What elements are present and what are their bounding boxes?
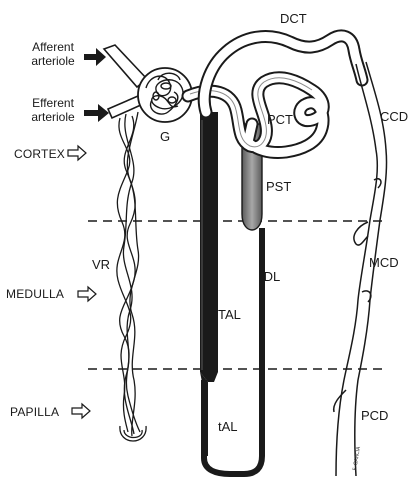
- efferent-arteriole-label: Efferent arteriole: [31, 96, 75, 124]
- vasa-recta: [116, 111, 147, 442]
- medulla-arrow-icon: [77, 285, 97, 303]
- ccd-label: CCD: [380, 109, 409, 124]
- vr-label: VR: [92, 257, 111, 272]
- cortex-zone-label: CORTEX: [14, 147, 65, 161]
- cortex-arrow-icon: [67, 144, 87, 162]
- glomerulus-label: G: [160, 129, 171, 144]
- collecting-duct: [332, 61, 388, 477]
- papilla-arrow-icon: [71, 402, 91, 420]
- mcd-label: MCD: [369, 255, 399, 270]
- proximal-convoluted-tubule: [181, 71, 330, 159]
- distal-convoluted-tubule: [197, 29, 369, 119]
- afferent-arrow-icon: [84, 48, 106, 66]
- medulla-zone-label: MEDULLA: [6, 287, 65, 301]
- afferent-arteriole-label: Afferent arteriole: [31, 40, 75, 68]
- tal-thin-label: tAL: [218, 419, 238, 434]
- efferent-arrow-icon: [84, 104, 109, 122]
- pct-label: PCT: [267, 112, 293, 127]
- tal-thick-label: TAL: [218, 307, 241, 322]
- loop-of-henle: [200, 112, 265, 477]
- papilla-zone-label: PAPILLA: [10, 405, 60, 419]
- tdl-label: tDL: [260, 269, 281, 284]
- dct-label: DCT: [280, 11, 307, 26]
- afferent-arteriole: [102, 44, 149, 89]
- pst-label: PST: [266, 179, 292, 194]
- pcd-label: PCD: [361, 408, 389, 423]
- thick-ascending-limb: [200, 112, 218, 382]
